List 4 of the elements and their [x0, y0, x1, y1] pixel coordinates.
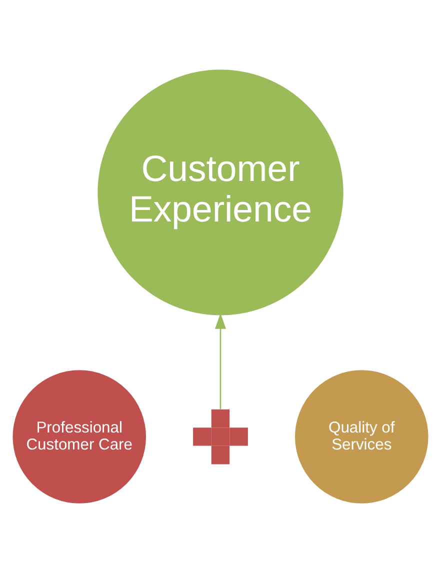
node-circle: Quality of Services: [294, 370, 428, 503]
arrow: [215, 312, 226, 409]
node-circle: Customer Experience: [98, 69, 344, 315]
node-circle: Professional Customer Care: [12, 370, 146, 503]
